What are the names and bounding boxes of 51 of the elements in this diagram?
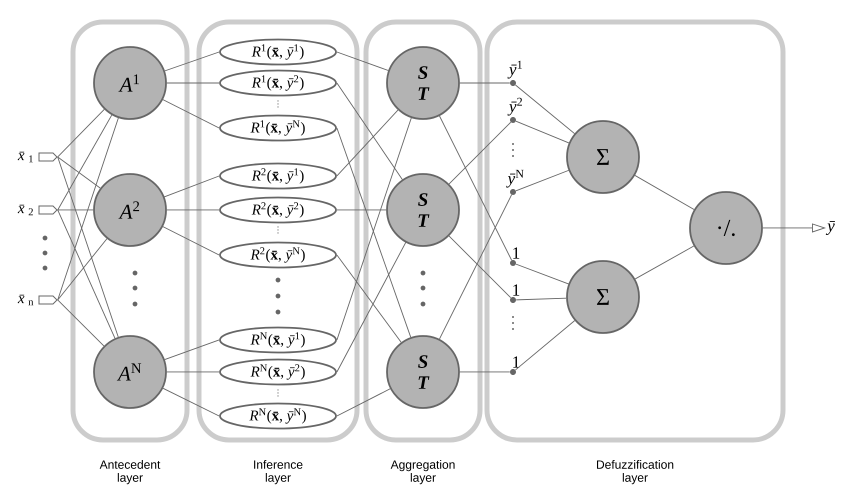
node-label: Antecedent layer: [100, 460, 160, 484]
connector-line: [57, 210, 116, 339]
node-label: Inference layer: [254, 460, 302, 484]
connector-line: [336, 254, 402, 343]
connector-line: [162, 226, 220, 256]
connector-line: [57, 238, 108, 300]
connector-line: [515, 320, 576, 370]
node-label: ȳ$^{2}$: [507, 98, 522, 116]
node-label: x̄$_{2}$: [18, 204, 33, 216]
connector-line: [439, 194, 512, 340]
node-label: 1: [513, 284, 520, 296]
connector-line: [448, 236, 512, 298]
connector-line: [162, 388, 220, 416]
connector-line: [336, 388, 391, 416]
node-label: Aggregation layer: [390, 460, 455, 484]
connector-line: [516, 298, 567, 300]
connector-line: [634, 246, 694, 280]
connector-line: [166, 82, 220, 84]
connector-line: [336, 110, 398, 176]
node-label: 1: [513, 356, 520, 368]
connector-line: [516, 120, 570, 144]
input-port: x̄$_{2}$: [18, 204, 58, 216]
connector-line: [336, 52, 389, 71]
connector-line: [162, 99, 220, 128]
node-label: 1: [513, 247, 520, 259]
connector-line: [516, 264, 569, 284]
connector-line: [516, 170, 570, 192]
connector-line: [634, 174, 694, 210]
connector-line: [164, 340, 220, 360]
node-label: x̄$_{n}$: [18, 294, 34, 306]
node-label: ȳ$^{N}$: [506, 170, 524, 188]
input-port: x̄$_{n}$: [18, 294, 58, 306]
connector-line: [164, 176, 220, 198]
connector-line: [336, 82, 403, 180]
connector-line: [57, 118, 119, 300]
connector-line: [448, 122, 512, 184]
connector-line: [57, 114, 112, 210]
connector-line: [336, 242, 406, 372]
node-label: Defuzzification layer: [596, 460, 674, 484]
node-label: x̄$_{1}$: [18, 152, 33, 162]
connector-line: [459, 82, 510, 84]
connector-line: [57, 156, 101, 189]
connector-line: [439, 116, 512, 261]
connector-line: [164, 52, 220, 72]
connector-line: [57, 300, 104, 346]
node-label: ȳ$^{1}$: [507, 60, 522, 79]
connector-line: [515, 84, 575, 134]
connector-line: [57, 108, 105, 158]
input-port: x̄$_{1}$: [18, 152, 58, 162]
connector-line: [57, 156, 119, 338]
output-label: ȳ: [826, 221, 835, 235]
